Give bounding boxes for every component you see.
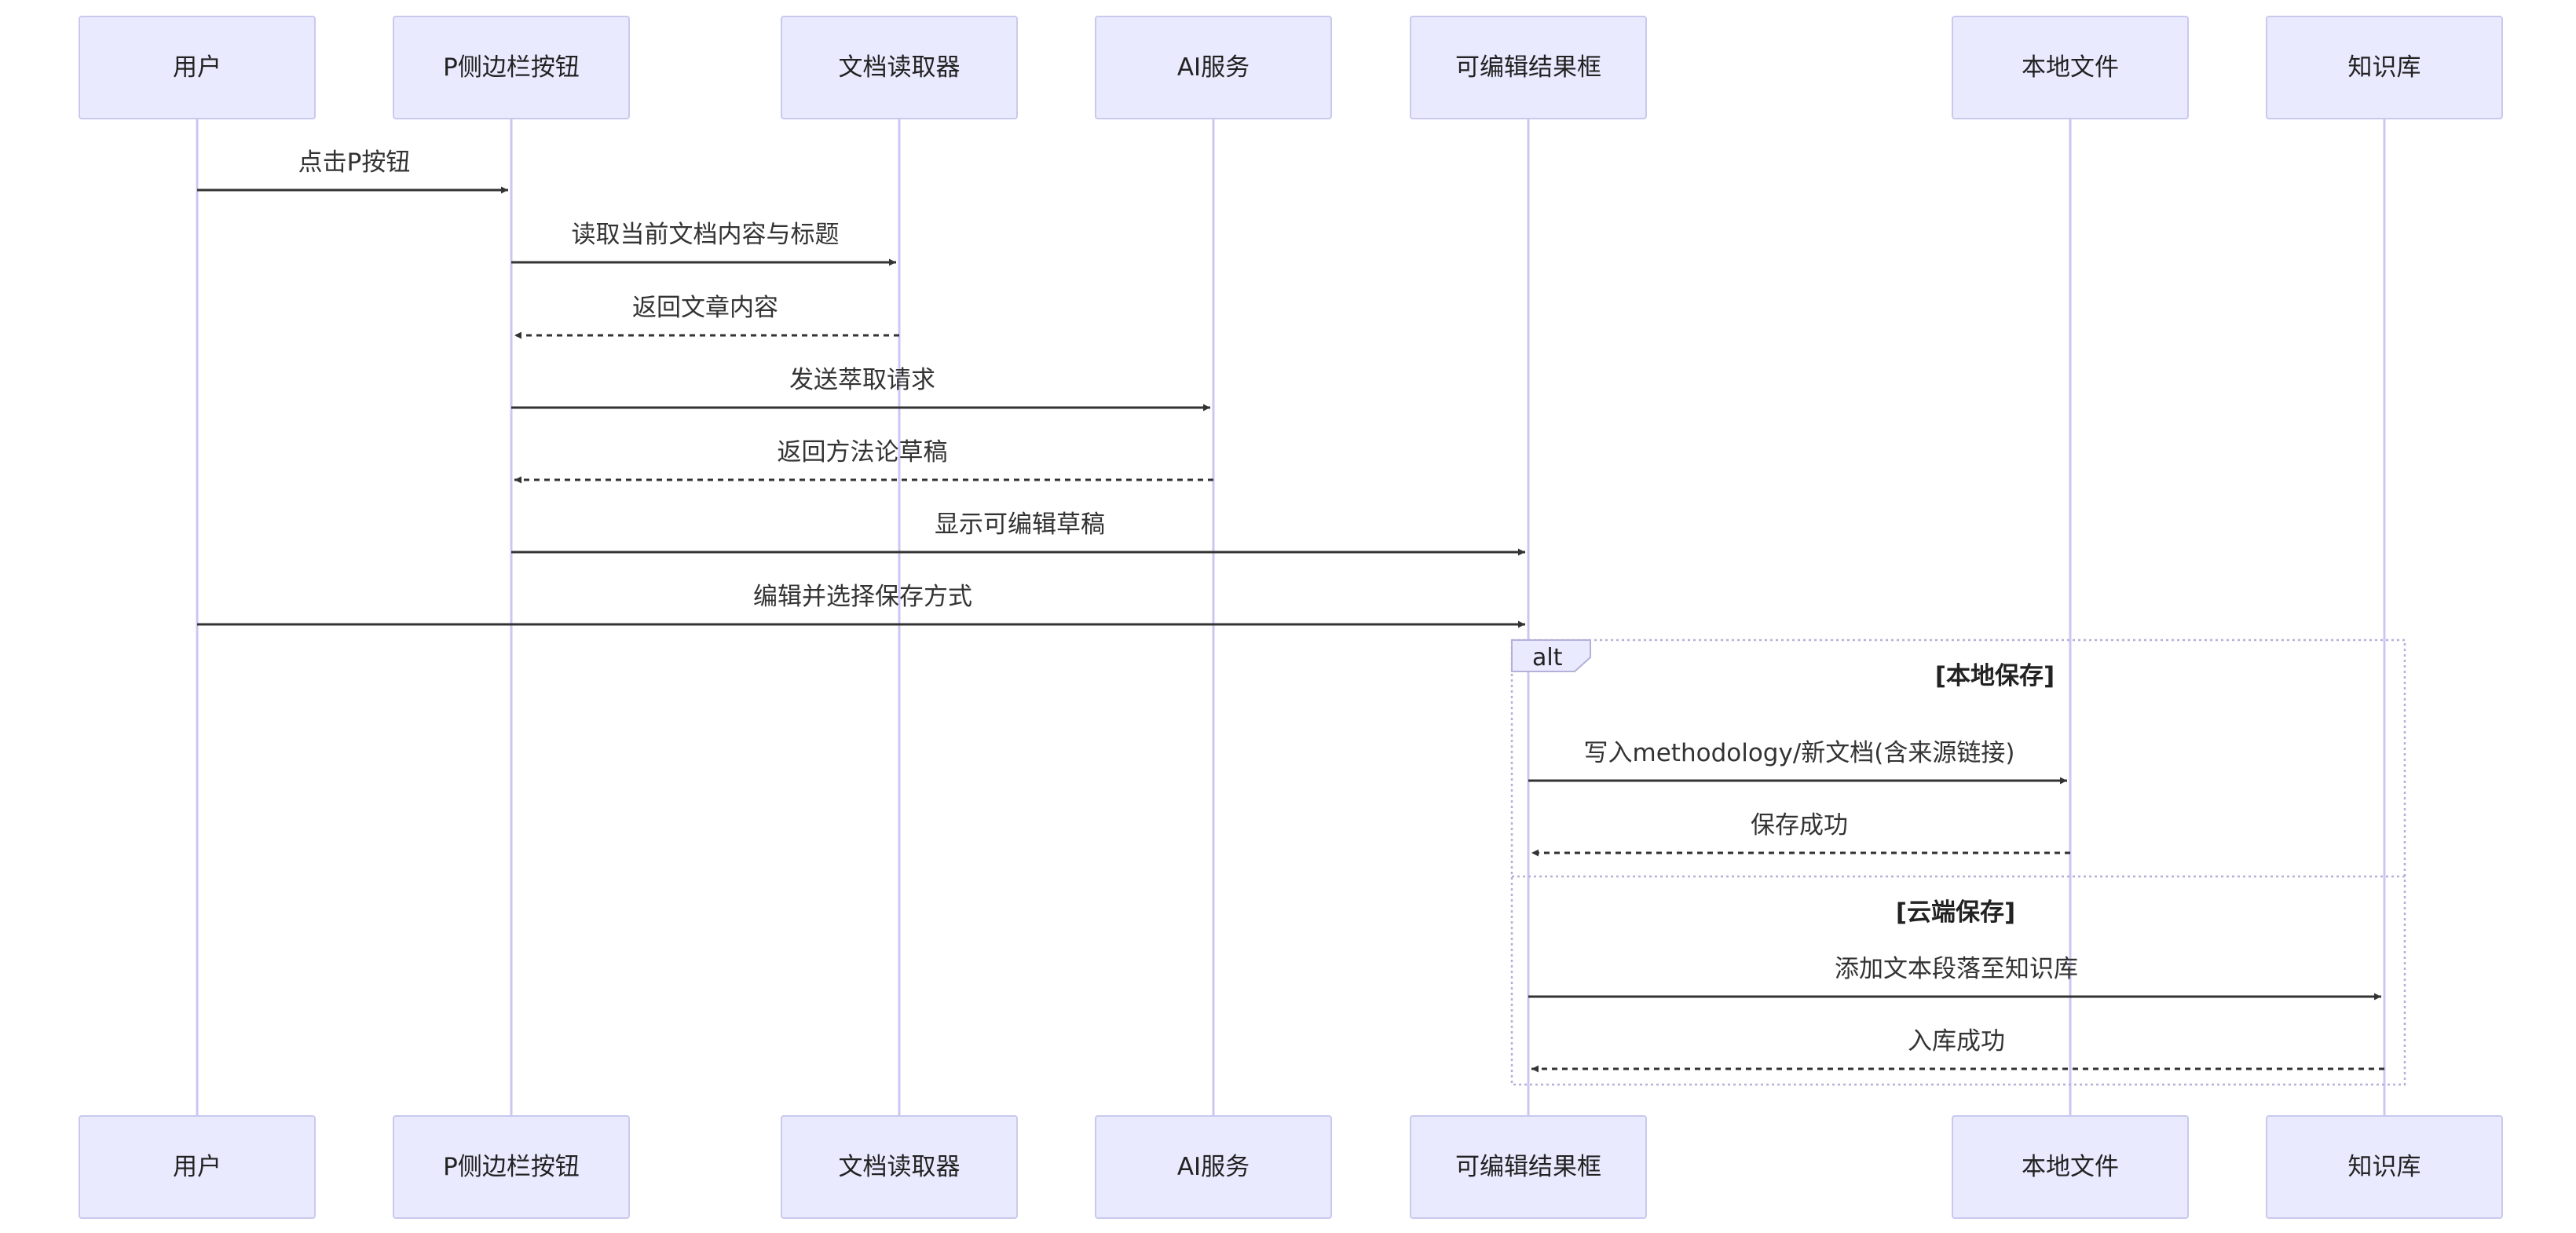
participant-reader-bottom: 文档读取器 [781, 1115, 1018, 1219]
message-label: 写入methodology/新文档(含来源链接) [1584, 739, 2015, 767]
participant-box [1952, 1115, 2189, 1219]
participant-label: 知识库 [2348, 1153, 2421, 1181]
participant-label: 知识库 [2348, 53, 2421, 82]
participant-ai-top: AI服务 [1095, 16, 1332, 119]
participant-label: 用户 [173, 53, 221, 82]
message-7: 编辑并选择保存方式 [197, 583, 1525, 628]
participant-box [393, 16, 630, 119]
participant-label: AI服务 [1177, 53, 1250, 82]
alt-keyword-tab [1511, 639, 1591, 672]
message-label: 添加文本段落至知识库 [1835, 955, 2078, 983]
message-1: 点击P按钮 [197, 148, 508, 194]
participant-editor-top: 可编辑结果框 [1410, 16, 1647, 119]
alt-condition-1: [本地保存] [1935, 662, 2055, 690]
participant-box [1095, 1115, 1332, 1219]
message-label: 读取当前文档内容与标题 [572, 221, 840, 249]
alt-fragment: alt [本地保存] [云端保存] [1510, 638, 2406, 1086]
message-label: 显示可编辑草稿 [935, 510, 1105, 539]
alt-frame-border [1510, 638, 2406, 1086]
message-label: 点击P按钮 [298, 148, 411, 177]
participant-label: 用户 [173, 1153, 221, 1181]
alt-condition-2: [云端保存] [1896, 898, 2015, 927]
message-label: 编辑并选择保存方式 [753, 583, 972, 611]
participant-box [1095, 16, 1332, 119]
participant-pbtn-bottom: P侧边栏按钮 [393, 1115, 630, 1219]
message-label: 保存成功 [1751, 811, 1848, 840]
participant-local-bottom: 本地文件 [1952, 1115, 2189, 1219]
message-2: 读取当前文档内容与标题 [511, 221, 896, 266]
participant-label: P侧边栏按钮 [443, 1153, 580, 1181]
participant-box [79, 1115, 316, 1219]
participant-label: 可编辑结果框 [1455, 53, 1601, 82]
participant-box [2266, 16, 2503, 119]
participant-box [79, 16, 316, 119]
alt-keyword: alt [1532, 644, 1563, 671]
participant-box [781, 1115, 1018, 1219]
participant-editor-bottom: 可编辑结果框 [1410, 1115, 1647, 1219]
message-11: 入库成功 [1531, 1027, 2384, 1073]
participant-box [781, 16, 1018, 119]
message-label: 发送萃取请求 [789, 366, 935, 394]
message-label: 入库成功 [1908, 1027, 2005, 1056]
message-label: 返回文章内容 [632, 294, 778, 322]
participant-local-top: 本地文件 [1952, 16, 2189, 119]
participant-kb-bottom: 知识库 [2266, 1115, 2503, 1219]
participant-label: P侧边栏按钮 [443, 53, 580, 82]
message-10: 添加文本段落至知识库 [1528, 955, 2381, 1001]
participant-label: 本地文件 [2022, 1153, 2119, 1181]
participant-label: 本地文件 [2022, 53, 2119, 82]
message-6: 显示可编辑草稿 [511, 510, 1525, 556]
message-3: 返回文章内容 [514, 294, 899, 339]
participant-ai-bottom: AI服务 [1095, 1115, 1332, 1219]
message-5: 返回方法论草稿 [514, 438, 1213, 484]
participant-pbtn-top: P侧边栏按钮 [393, 16, 630, 119]
participant-kb-top: 知识库 [2266, 16, 2503, 119]
participant-label: 可编辑结果框 [1455, 1153, 1601, 1181]
message-4: 发送萃取请求 [511, 366, 1210, 412]
message-label: 返回方法论草稿 [778, 438, 948, 466]
message-8: 写入methodology/新文档(含来源链接) [1528, 739, 2067, 785]
participant-box [2266, 1115, 2503, 1219]
participant-label: 文档读取器 [839, 1153, 961, 1181]
participant-box [1952, 16, 2189, 119]
participant-user-top: 用户 [79, 16, 316, 119]
participant-label: AI服务 [1177, 1153, 1250, 1181]
participant-reader-top: 文档读取器 [781, 16, 1018, 119]
participant-box [1410, 16, 1647, 119]
participant-box [393, 1115, 630, 1219]
message-9: 保存成功 [1531, 811, 2070, 857]
participant-user-bottom: 用户 [79, 1115, 316, 1219]
participant-box [1410, 1115, 1647, 1219]
participant-label: 文档读取器 [839, 53, 961, 82]
